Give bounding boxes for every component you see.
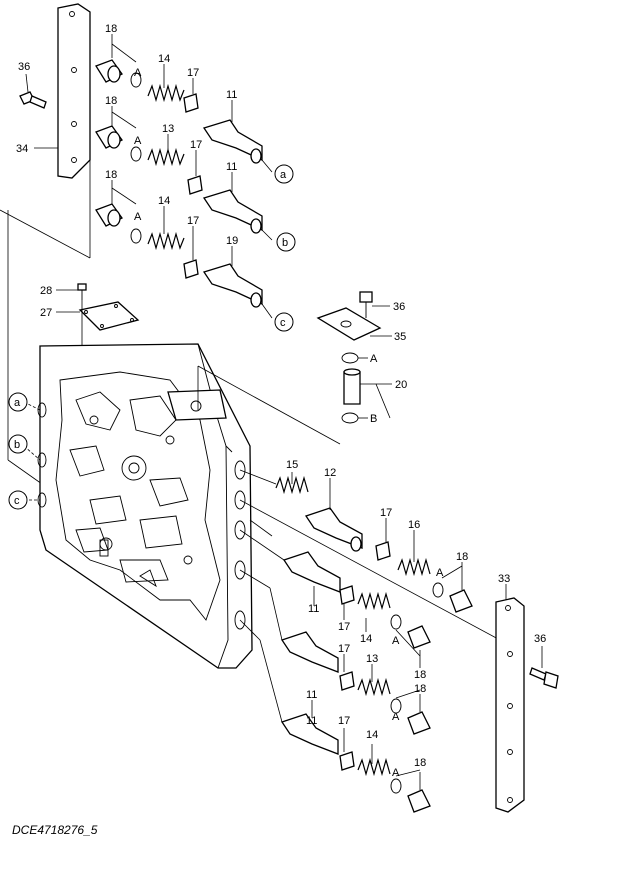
label-18-r4: 18: [414, 757, 426, 769]
row-a-parts: [95, 59, 263, 164]
label-18-row-c: 18: [105, 169, 117, 181]
label-18-r3: 18: [414, 683, 426, 695]
label-A-plug: A: [370, 353, 378, 365]
row-right-2: [280, 631, 431, 735]
part-35-retainer: [316, 307, 382, 341]
label-36-right: 36: [534, 633, 546, 645]
label-33: 33: [498, 573, 510, 585]
ref-c-left: c: [8, 490, 28, 510]
label-13-row-b: 13: [162, 123, 174, 135]
label-17-row-b: 17: [190, 139, 202, 151]
label-A-row-b: A: [134, 135, 142, 147]
part-20-plug: [341, 352, 361, 424]
label-A-r3: A: [392, 711, 400, 723]
label-A-row-a: A: [134, 67, 142, 79]
ref-b-left-text: b: [14, 439, 20, 451]
ref-b-top-text: b: [282, 237, 288, 249]
label-15: 15: [286, 459, 298, 471]
ref-a-top: a: [274, 164, 294, 184]
label-17-row-a: 17: [187, 67, 199, 79]
label-36-left: 36: [18, 61, 30, 73]
label-11-r4: 11: [306, 715, 317, 727]
ref-a-top-text: a: [280, 169, 287, 181]
label-14-row-a: 14: [158, 53, 170, 65]
label-17-r2: 17: [338, 621, 350, 633]
label-11-row-a: 11: [226, 89, 237, 101]
ref-c-left-text: c: [14, 495, 20, 507]
part-33-plate: [495, 597, 525, 813]
label-18-r2: 18: [414, 669, 426, 681]
label-17-r4: 17: [338, 715, 350, 727]
label-20: 20: [395, 379, 407, 391]
label-A-row-c: A: [134, 211, 142, 223]
part-36-bolt-top: [359, 291, 373, 318]
row-c-parts: [95, 203, 263, 308]
label-A-r2: A: [392, 635, 400, 647]
label-14-row-c: 14: [158, 195, 170, 207]
label-17-row-c: 17: [187, 215, 199, 227]
label-28: 28: [40, 285, 52, 297]
label-B-plug: B: [370, 413, 377, 425]
row-right-3: [280, 713, 431, 813]
label-11-r3: 11: [306, 689, 317, 701]
label-36-top: 36: [393, 301, 405, 313]
label-27: 27: [40, 307, 52, 319]
row-right-1: [282, 551, 431, 649]
drawing-id: DCE4718276_5: [12, 823, 98, 837]
part-36-bolt-left: [19, 91, 47, 109]
label-18-row-a: 18: [105, 23, 117, 35]
label-17-r3: 17: [338, 643, 350, 655]
label-11-row-b: 11: [226, 161, 237, 173]
label-34: 34: [16, 143, 28, 155]
ref-b-top: b: [276, 232, 296, 252]
ref-b-left: b: [8, 434, 28, 454]
part-27-cover: [78, 301, 140, 331]
part-34-plate: [57, 3, 91, 179]
part-28-screw: [77, 283, 87, 300]
ref-c-top: c: [274, 312, 294, 332]
row-b-parts: [95, 125, 263, 234]
label-19: 19: [226, 235, 238, 247]
label-A-r1: A: [436, 567, 444, 579]
valve-body: [37, 343, 253, 669]
row-15-12-16: [275, 475, 473, 613]
label-12: 12: [324, 467, 336, 479]
label-A-r4: A: [392, 767, 400, 779]
label-18-r1: 18: [456, 551, 468, 563]
label-16: 16: [408, 519, 420, 531]
ref-c-top-text: c: [280, 317, 286, 329]
label-18-row-b: 18: [105, 95, 117, 107]
label-35: 35: [394, 331, 406, 343]
label-17-r1: 17: [380, 507, 392, 519]
label-13-r3: 13: [366, 653, 378, 665]
label-11-r2: 11: [308, 603, 319, 615]
ref-a-left-text: a: [14, 397, 21, 409]
ref-a-left: a: [8, 392, 28, 412]
label-14-r4: 14: [366, 729, 378, 741]
label-14-r2: 14: [360, 633, 372, 645]
part-36-bolt-right: [529, 667, 559, 689]
